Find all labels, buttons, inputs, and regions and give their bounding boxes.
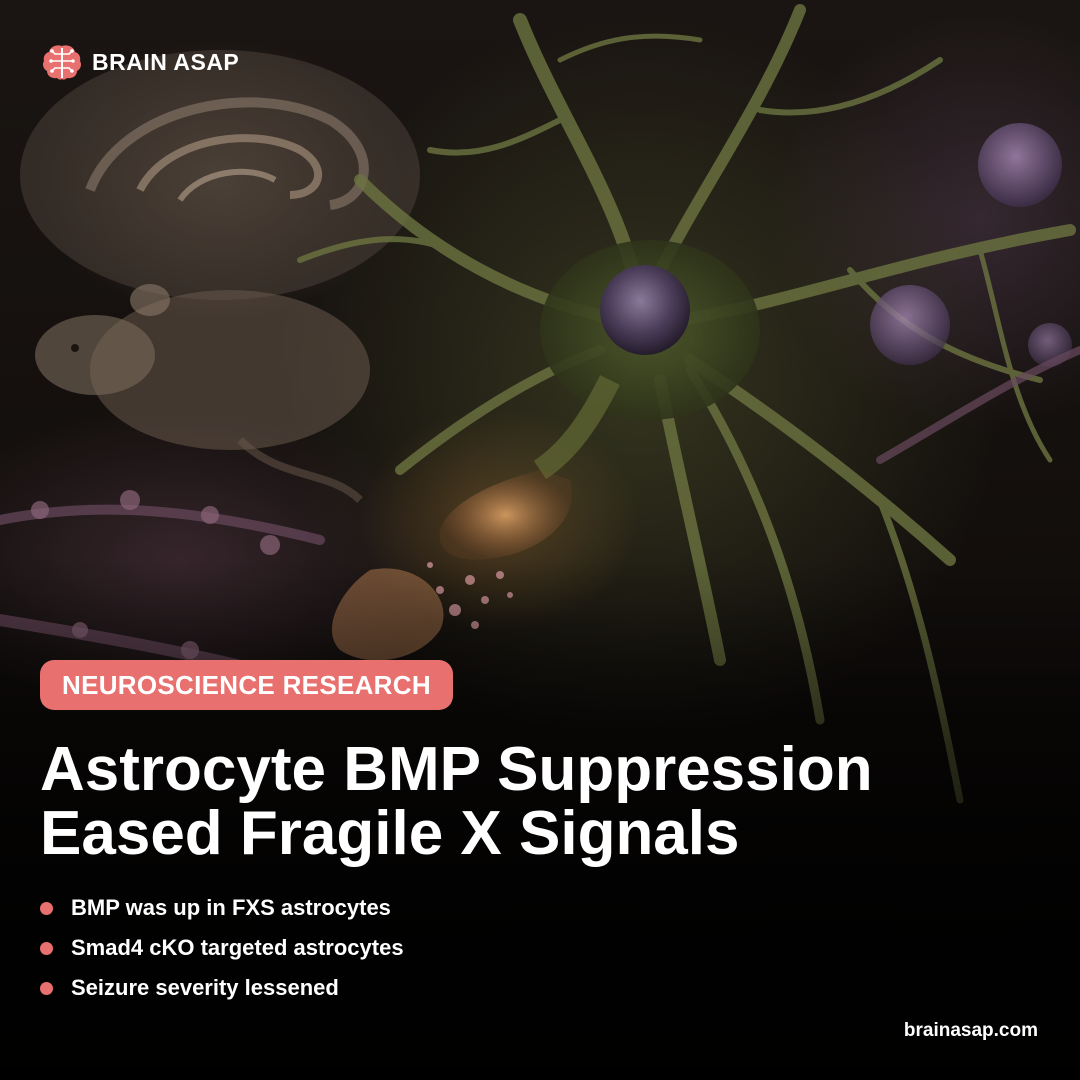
list-item: BMP was up in FXS astrocytes <box>40 888 404 928</box>
brand-name: BRAIN ASAP <box>92 48 240 75</box>
headline-line-2: Eased Fragile X Signals <box>40 799 740 868</box>
bullet-dot-icon <box>40 941 53 955</box>
brain-icon <box>43 45 81 80</box>
list-item-text: BMP was up in FXS astrocytes <box>71 895 391 920</box>
list-item-text: Smad4 cKO targeted astrocytes <box>71 935 404 960</box>
synaptic-terminal <box>439 470 572 560</box>
bullet-dot-icon <box>40 981 53 995</box>
bottom-gradient-overlay <box>0 560 1080 1080</box>
headline-line-1: Astrocyte BMP Suppression <box>40 735 873 804</box>
website-link[interactable]: brainasap.com <box>903 1020 1038 1041</box>
brand-header[interactable]: BRAIN ASAP <box>40 40 239 84</box>
bullet-dot-icon <box>40 901 53 915</box>
virus-particles <box>870 123 1072 367</box>
mouse-illustration <box>35 284 370 503</box>
category-tag: NEUROSCIENCE RESEARCH <box>40 660 453 710</box>
neuron-nucleus <box>600 265 690 355</box>
headline: Astrocyte BMP Suppression Eased Fragile … <box>40 738 1040 866</box>
list-item: Seizure severity lessened <box>40 968 404 1008</box>
key-points-list: BMP was up in FXS astrocytes Smad4 cKO t… <box>40 888 404 1008</box>
list-item-text: Seizure severity lessened <box>71 975 339 1000</box>
list-item: Smad4 cKO targeted astrocytes <box>40 928 404 968</box>
